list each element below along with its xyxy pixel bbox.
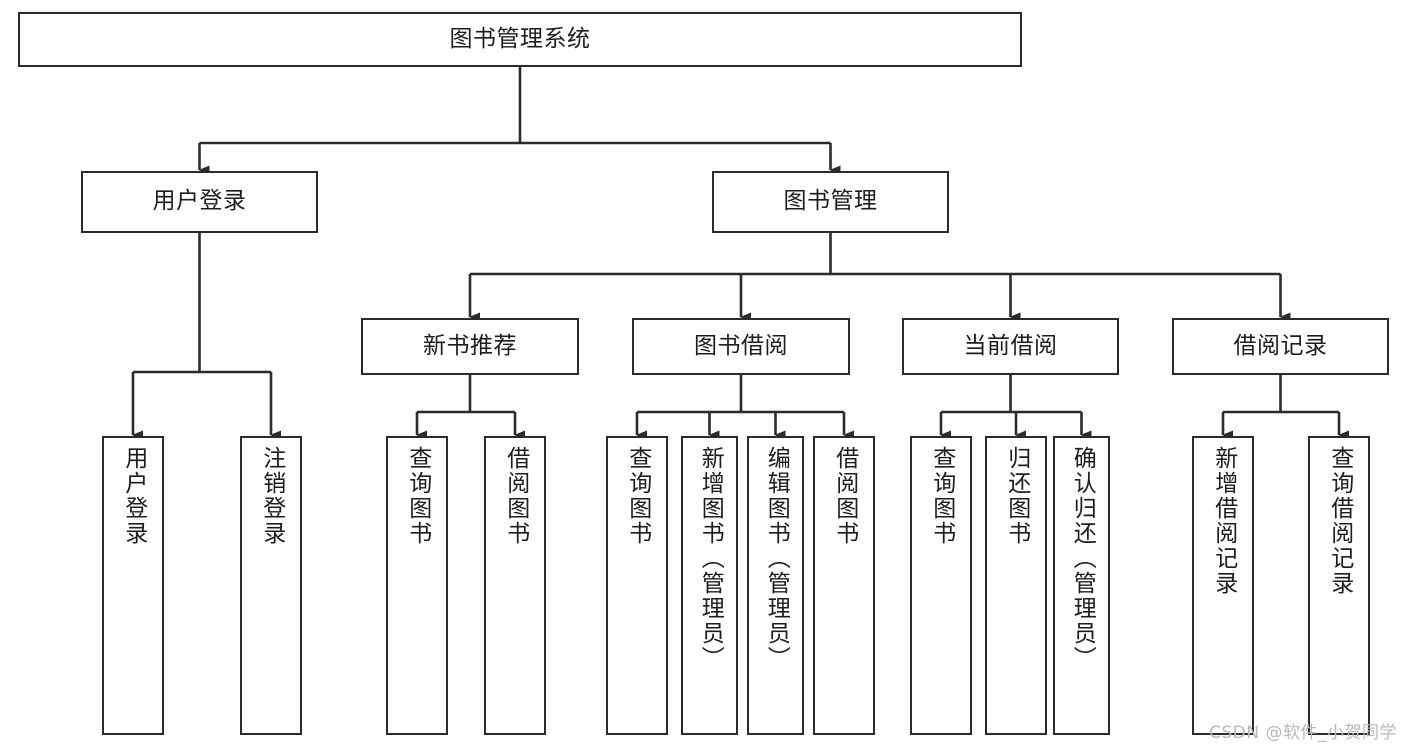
node-label: 用户登录: [152, 188, 247, 215]
node-leaf-3[interactable]: 借阅图书: [484, 436, 546, 735]
node-label: 新增借阅记录: [1210, 446, 1237, 596]
node-label: 借阅图书: [502, 446, 529, 546]
node-leaf-1[interactable]: 注销登录: [240, 436, 302, 735]
node-leaf-11[interactable]: 新增借阅记录: [1192, 436, 1254, 735]
node-label: 归还图书: [1003, 446, 1030, 546]
node-l2-0[interactable]: 用户登录: [81, 171, 318, 233]
node-l2-1[interactable]: 图书管理: [712, 171, 949, 233]
node-label: 编辑图书（管理员）: [763, 446, 790, 671]
node-label: 查询借阅记录: [1326, 446, 1353, 596]
node-label: 新增图书（管理员）: [697, 446, 724, 671]
node-label: 新书推荐: [423, 332, 517, 359]
edge-group: [131, 67, 1349, 440]
node-leaf-8[interactable]: 查询图书: [910, 436, 972, 735]
node-l3-2[interactable]: 当前借阅: [902, 318, 1119, 375]
node-label: 借阅记录: [1233, 332, 1328, 359]
node-leaf-0[interactable]: 用户登录: [102, 436, 164, 735]
node-label: 用户登录: [120, 446, 147, 546]
node-label: 借阅图书: [831, 446, 858, 546]
node-label: 图书管理: [783, 188, 878, 215]
node-label: 确认归还（管理员）: [1069, 446, 1096, 671]
node-leaf-10[interactable]: 确认归还（管理员）: [1053, 436, 1110, 735]
node-label: 查询图书: [404, 446, 431, 546]
node-label: 图书借阅: [694, 332, 788, 359]
node-leaf-9[interactable]: 归还图书: [985, 436, 1047, 735]
node-root[interactable]: 图书管理系统: [18, 12, 1022, 67]
node-leaf-5[interactable]: 新增图书（管理员）: [681, 436, 738, 735]
node-leaf-6[interactable]: 编辑图书（管理员）: [747, 436, 804, 735]
node-l3-1[interactable]: 图书借阅: [632, 318, 850, 375]
node-label: 注销登录: [258, 446, 285, 546]
node-leaf-12[interactable]: 查询借阅记录: [1308, 436, 1370, 735]
node-leaf-7[interactable]: 借阅图书: [813, 436, 875, 735]
node-leaf-4[interactable]: 查询图书: [606, 436, 668, 735]
node-label: 查询图书: [928, 446, 955, 546]
node-l3-3[interactable]: 借阅记录: [1172, 318, 1389, 375]
node-leaf-2[interactable]: 查询图书: [386, 436, 448, 735]
node-label: 图书管理系统: [449, 25, 591, 52]
node-label: 查询图书: [624, 446, 651, 546]
node-l3-0[interactable]: 新书推荐: [361, 318, 579, 375]
node-label: 当前借阅: [963, 332, 1058, 359]
